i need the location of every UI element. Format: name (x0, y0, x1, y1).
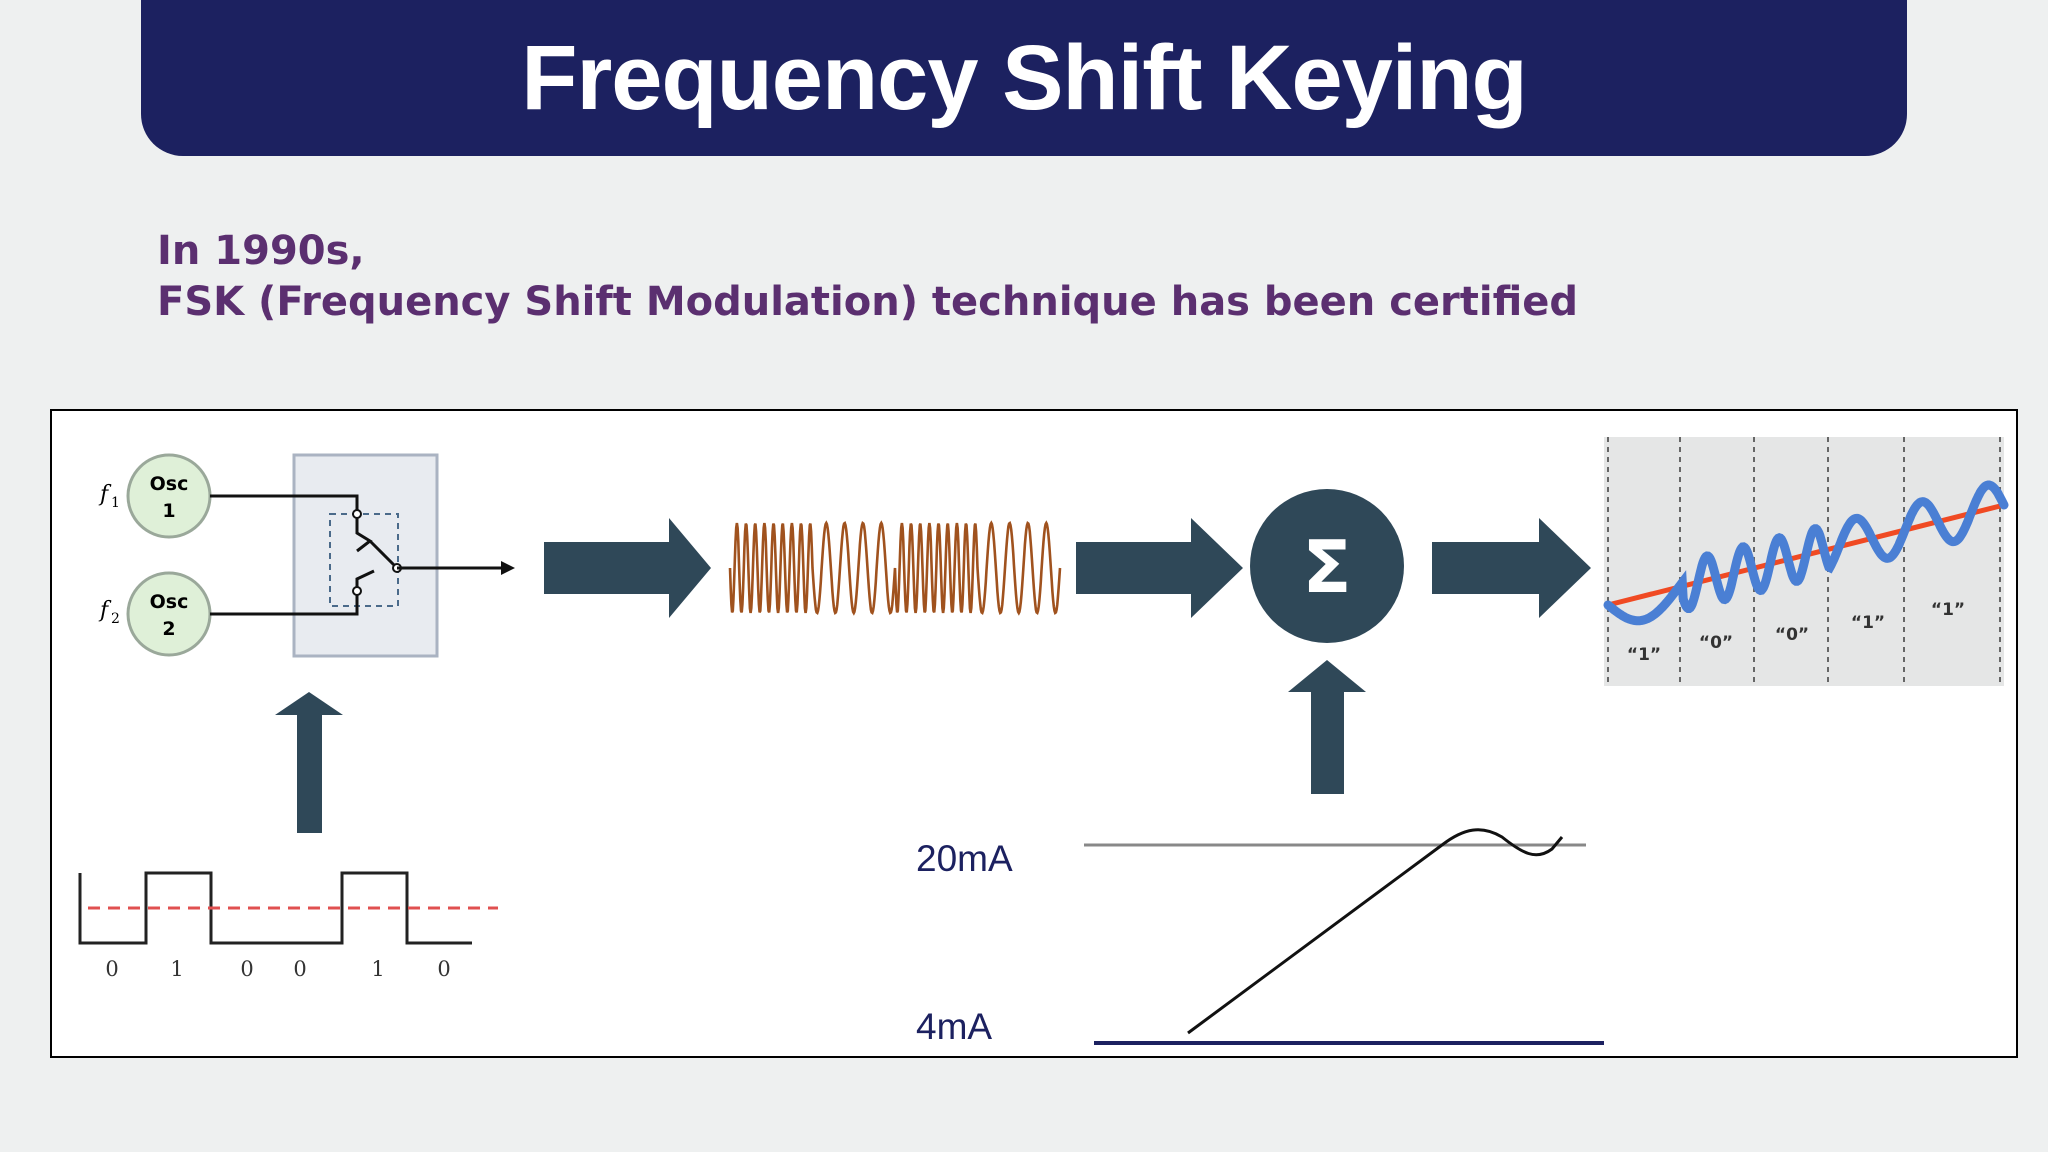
output-bit-label: “1” (1851, 613, 1885, 633)
switch-node-2 (352, 586, 362, 596)
osc2-number: 2 (162, 618, 175, 640)
digital-signal: 0 1 0 0 1 0 (78, 871, 498, 981)
bit-label: 1 (170, 957, 183, 981)
fsk-waveform (728, 520, 1062, 616)
osc1-label: Osc (150, 473, 189, 495)
subtitle-line-1: In 1990s, (157, 228, 365, 274)
arrow-right-3-icon (1432, 518, 1591, 618)
bit-label: 0 (293, 957, 306, 981)
f2-label: f (98, 598, 112, 623)
f1-subscript: 1 (111, 495, 120, 511)
switch-node-1 (352, 509, 362, 519)
switch-output-arrowhead (501, 561, 515, 575)
switch-contact-upper (355, 514, 373, 553)
osc2-wire (210, 591, 359, 616)
arrow-up-1-icon (275, 692, 343, 833)
bit-label: 0 (240, 957, 253, 981)
arrow-right-2-icon (1076, 518, 1243, 618)
page-title: Frequency Shift Keying (521, 26, 1527, 129)
switch-dashed-box (329, 513, 399, 607)
f1-label: f (98, 482, 112, 507)
digital-square-wave (78, 871, 472, 945)
osc2-label: Osc (150, 591, 189, 613)
bit-label: 1 (371, 957, 384, 981)
output-bit-label: “0” (1775, 625, 1809, 645)
label-4ma: 4mA (916, 1006, 992, 1047)
sigma-icon: Σ (1302, 525, 1351, 609)
bit-label: 0 (437, 957, 450, 981)
block-arrows (275, 518, 1591, 833)
current-loop-graph: 20mA 4mA (916, 828, 1604, 1047)
modulator-block: f 1 f 2 Osc 1 Osc 2 (98, 453, 515, 658)
diagram-frame: f 1 f 2 Osc 1 Osc 2 (50, 409, 2018, 1058)
output-fsk-waveform (1603, 480, 2009, 626)
bit-label: 0 (105, 957, 118, 981)
fsk-diagram: f 1 f 2 Osc 1 Osc 2 (78, 437, 2009, 1047)
summer-circle (1250, 489, 1404, 643)
oscillator-2 (126, 571, 212, 657)
current-ramp-curve (1187, 828, 1564, 1035)
f2-subscript: 2 (111, 611, 120, 627)
output-bit-label: “0” (1699, 633, 1733, 653)
output-graph: “1” “0” “0” “1” “1” (1603, 437, 2009, 686)
output-bit-label: “1” (1931, 600, 1965, 620)
summer-block: Σ (1250, 489, 1404, 643)
switch-lever (368, 539, 399, 570)
label-20ma: 20mA (916, 838, 1013, 879)
arrow-up-2-icon (1288, 660, 1366, 794)
switch-box (292, 453, 439, 658)
arrow-right-1-icon (544, 518, 711, 618)
subtitle-line-2: FSK (Frequency Shift Modulation) techniq… (157, 279, 1579, 325)
title-bar: Frequency Shift Keying (141, 0, 1907, 156)
oscillator-1 (126, 453, 212, 539)
osc1-wire (210, 494, 359, 514)
osc1-number: 1 (162, 500, 175, 522)
output-bit-label: “1” (1627, 645, 1661, 665)
